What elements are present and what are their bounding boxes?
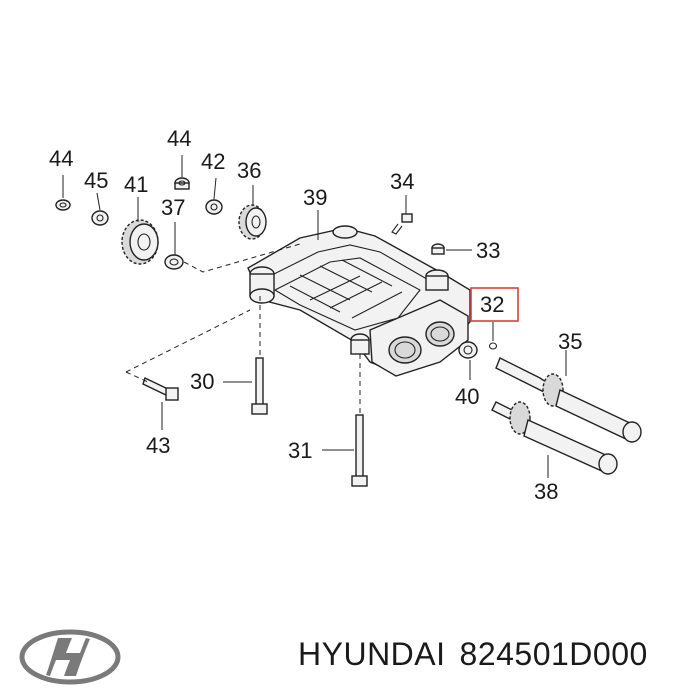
o-ring-32	[488, 342, 498, 350]
gear-36	[238, 204, 267, 240]
dowel-33	[431, 243, 445, 255]
callout-34: 34	[390, 169, 414, 194]
callout-44-left: 44	[49, 146, 73, 171]
balance-shaft-38	[491, 401, 618, 475]
callout-43: 43	[146, 433, 170, 458]
gear-41	[121, 219, 159, 265]
washer-45	[91, 210, 109, 226]
callout-38: 38	[534, 479, 558, 504]
callout-37: 37	[161, 195, 185, 220]
bolt-31	[351, 414, 368, 487]
callout-33: 33	[476, 238, 500, 263]
callout-45: 45	[84, 168, 108, 193]
hyundai-logo	[19, 629, 121, 685]
balance-shaft-housing	[247, 225, 471, 377]
callout-30: 30	[190, 369, 214, 394]
callout-42: 42	[201, 149, 225, 174]
washer-42	[205, 199, 223, 215]
callout-32: 32	[480, 292, 504, 317]
callout-44-upper: 44	[167, 126, 191, 151]
callout-40: 40	[455, 384, 479, 409]
bolt-30	[251, 357, 268, 415]
part-number: 824501D000	[459, 636, 648, 672]
bolt-43	[142, 377, 179, 401]
callout-35: 35	[558, 329, 582, 354]
balance-shaft-35	[495, 357, 642, 443]
bushing-37	[164, 254, 184, 270]
nut-44-upper	[174, 177, 190, 190]
callout-32-highlight	[470, 287, 519, 322]
callout-39: 39	[303, 185, 327, 210]
brand-name: HYUNDAI	[298, 636, 446, 672]
callout-41: 41	[124, 172, 148, 197]
footer-caption: HYUNDAI 824501D000	[298, 636, 662, 673]
nut-44-left	[55, 199, 71, 211]
callout-36: 36	[237, 158, 261, 183]
seal-40	[458, 341, 478, 359]
bolt-34	[391, 213, 413, 235]
callout-31: 31	[288, 438, 312, 463]
